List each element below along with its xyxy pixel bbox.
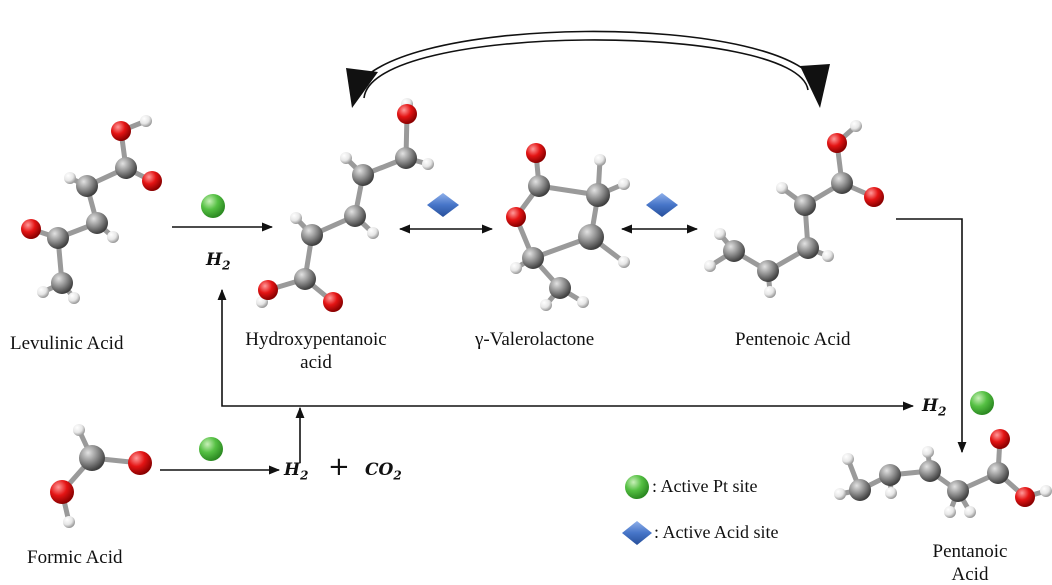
co2-label: CO2 — [365, 460, 402, 483]
h2-label-top: H2 — [206, 250, 231, 273]
arc-arrowhead-right — [800, 64, 830, 108]
pentenoic-atoms — [704, 120, 884, 298]
label-pentanoic-acid: Pentanoic Acid — [920, 540, 1020, 585]
legend-pt-site-marker — [625, 475, 649, 499]
pentenoic-acid-molecule — [707, 123, 877, 295]
recycle-arc-arrow — [346, 30, 830, 108]
label-hydroxypentanoic-acid: Hydroxypentanoic acid — [238, 328, 394, 374]
label-hydroxypentanoic-line1: Hydroxypentanoic — [245, 329, 387, 350]
pt-site-marker — [970, 391, 994, 415]
plus-sign: + — [328, 452, 350, 482]
acid-site-marker — [427, 193, 459, 217]
arrow-h2-to-hydroxy — [217, 288, 300, 407]
label-formic-acid: Formic Acid — [27, 547, 123, 568]
pentanoic-atoms — [834, 429, 1052, 518]
hydroxypentanoic-acid-molecule — [265, 101, 431, 305]
pt-site-marker — [201, 194, 225, 218]
levulinic-acid-molecule — [28, 118, 155, 301]
reaction-arrows — [160, 218, 967, 475]
formic-acid-molecule — [59, 427, 143, 525]
label-hydroxypentanoic-line2: acid — [300, 352, 332, 373]
arrow-pentenoic-to-pentanoic — [896, 218, 967, 454]
pentanoic-acid-molecule — [837, 436, 1049, 515]
legend-acid-site-marker — [622, 521, 652, 545]
label-pentanoic-line1: Pentanoic — [932, 541, 1008, 562]
legend-acid-site-label: : Active Acid site — [654, 522, 779, 542]
levulinic-atoms — [21, 115, 162, 304]
hydroxypentanoic-atoms — [256, 98, 434, 312]
formic-atoms — [50, 424, 152, 528]
acid-site-marker — [646, 193, 678, 217]
label-pentanoic-line2: Acid — [951, 564, 989, 585]
label-gamma-valerolactone: γ-Valerolactone — [475, 329, 595, 350]
arc-arrowhead-left — [346, 68, 378, 108]
pt-site-marker — [199, 437, 223, 461]
label-pentenoic-acid: Pentenoic Acid — [735, 329, 851, 350]
h2-label-right: H2 — [922, 396, 947, 419]
gvl-atoms — [506, 143, 630, 311]
label-levulinic-acid: Levulinic Acid — [10, 333, 124, 354]
legend-pt-site-label: : Active Pt site — [652, 476, 758, 496]
gamma-valerolactone-molecule — [513, 150, 627, 308]
h2-label-bottom: H2 — [284, 460, 309, 483]
